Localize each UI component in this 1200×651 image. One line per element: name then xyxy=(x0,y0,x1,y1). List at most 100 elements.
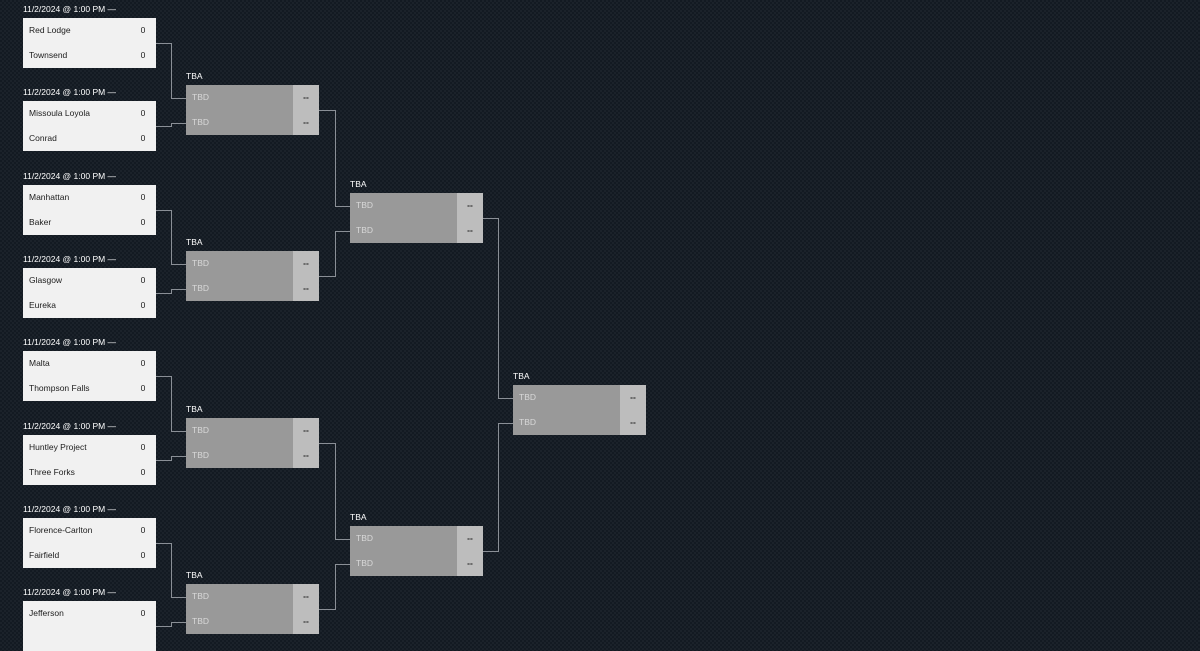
connector-line xyxy=(156,43,186,99)
team-name: Manhattan xyxy=(29,192,70,202)
team-name: Missoula Loyola xyxy=(29,108,90,118)
team-score: -- xyxy=(293,584,319,609)
team-row[interactable]: TBD -- xyxy=(186,276,319,301)
match-card[interactable]: TBD--TBD-- xyxy=(513,385,646,435)
team-name: TBD xyxy=(192,258,209,268)
match-card[interactable]: TBD--TBD-- xyxy=(186,584,319,634)
team-score: 0 xyxy=(130,268,156,293)
team-row[interactable]: TBD -- xyxy=(513,385,646,410)
team-row[interactable]: TBD-- xyxy=(186,443,319,468)
match-r2-m1[interactable]: TBA TBD--TBD-- xyxy=(186,71,319,135)
team-score: -- xyxy=(293,276,319,301)
team-score: 0 xyxy=(130,543,156,568)
team-score: -- xyxy=(293,609,319,634)
team-name: TBD xyxy=(192,92,209,102)
team-row[interactable]: TBD -- xyxy=(186,584,319,609)
team-row[interactable]: Thompson Falls 0 xyxy=(23,376,156,401)
team-row[interactable]: TBD-- xyxy=(186,110,319,135)
team-name: TBD xyxy=(356,200,373,210)
team-score: -- xyxy=(457,551,483,576)
connector-line xyxy=(156,543,186,598)
team-row[interactable]: TBD-- xyxy=(350,193,483,218)
team-name: Conrad xyxy=(29,133,57,143)
match-datetime: 11/2/2024 @ 1:00 PM — xyxy=(23,504,117,514)
connector-line xyxy=(156,456,186,461)
match-card[interactable]: TBD--TBD-- xyxy=(186,418,319,468)
team-row[interactable]: TBD-- xyxy=(513,410,646,435)
team-score: 0 xyxy=(130,435,156,460)
team-row[interactable]: TBD-- xyxy=(350,551,483,576)
team-score: -- xyxy=(457,218,483,243)
team-name: Fairfield xyxy=(29,550,60,560)
team-score: 0 xyxy=(130,126,156,151)
team-row[interactable]: TBD-- xyxy=(186,85,319,110)
team-row[interactable]: TBD-- xyxy=(186,251,319,276)
team-row[interactable]: TBD-- xyxy=(186,609,319,634)
team-row[interactable]: TBD -- xyxy=(350,526,483,551)
team-row[interactable]: Fairfield 0 xyxy=(23,543,156,568)
match-card[interactable]: TBD--TBD-- xyxy=(350,526,483,576)
connector-line xyxy=(319,443,350,540)
team-name: TBD xyxy=(519,392,536,402)
team-row[interactable]: Glasgow 0 xyxy=(23,268,156,293)
match-status-label: TBA xyxy=(186,570,203,580)
team-name: Florence-Carlton xyxy=(29,525,93,535)
match-datetime: 11/2/2024 @ 1:00 PM — xyxy=(23,4,117,14)
match-datetime: 11/2/2024 @ 1:00 PM — xyxy=(23,421,117,431)
team-name: TBD xyxy=(192,591,209,601)
team-score: -- xyxy=(620,385,646,410)
team-row[interactable]: TBD-- xyxy=(186,418,319,443)
team-score: -- xyxy=(457,526,483,551)
team-name: Thompson Falls xyxy=(29,383,90,393)
match-status-label: TBA xyxy=(350,512,367,522)
match-card[interactable]: TBD--TBD-- xyxy=(186,85,319,135)
team-score: 0 xyxy=(130,376,156,401)
team-score: 0 xyxy=(130,43,156,68)
match-card[interactable]: TBD--TBD-- xyxy=(186,251,319,301)
team-name: TBD xyxy=(356,533,373,543)
team-name: TBD xyxy=(192,425,209,435)
team-row[interactable]: Conrad 0 xyxy=(23,126,156,151)
team-name: TBD xyxy=(192,283,209,293)
team-name: Jefferson xyxy=(29,608,64,618)
match-status-label: TBA xyxy=(186,71,203,81)
match-datetime: 11/2/2024 @ 1:00 PM — xyxy=(23,171,117,181)
match-card[interactable]: TBD--TBD-- xyxy=(350,193,483,243)
team-name: Glasgow xyxy=(29,275,63,285)
connector-line xyxy=(156,123,186,127)
team-row[interactable]: TBD-- xyxy=(350,218,483,243)
